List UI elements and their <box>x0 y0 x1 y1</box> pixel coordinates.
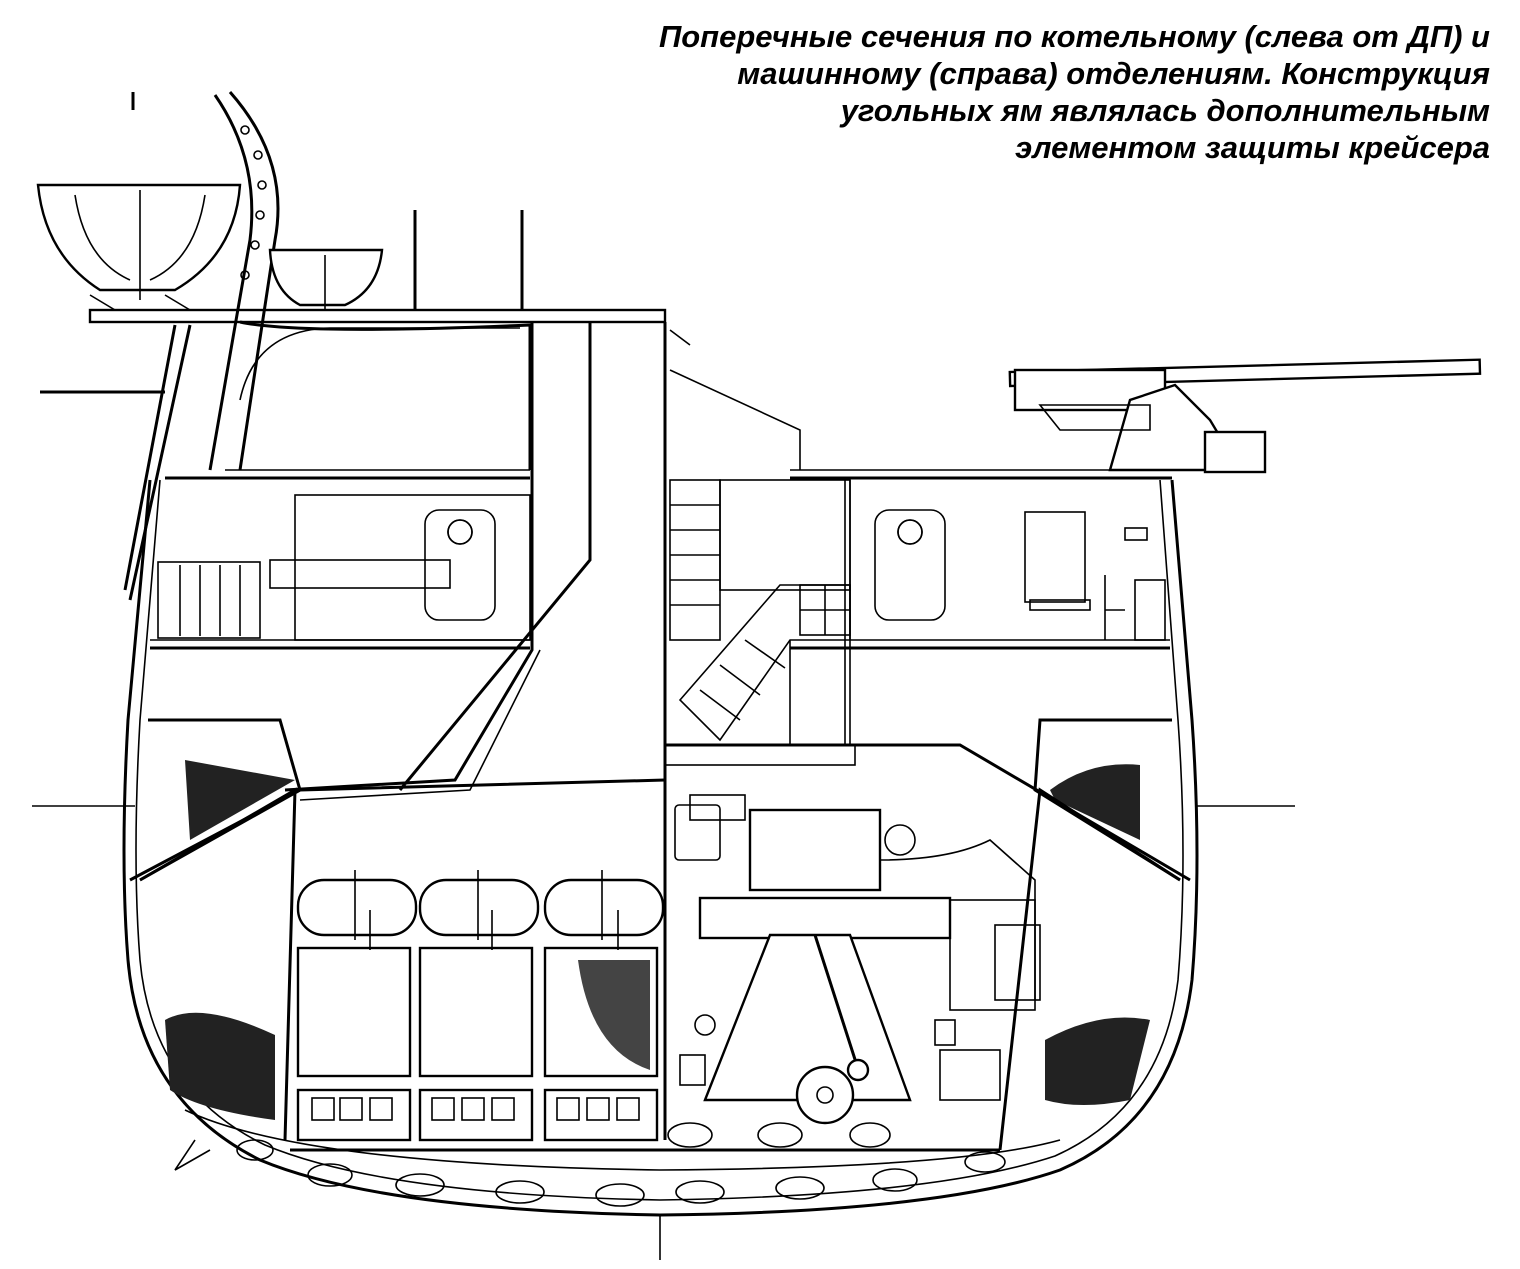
steam-engine <box>698 808 952 1125</box>
caption-line-1: Поперечные сечения по котельному (слева … <box>658 19 1490 54</box>
boiler-2 <box>418 870 540 1142</box>
boiler-3 <box>543 870 665 1142</box>
porthole-left <box>447 519 473 545</box>
cabin-left <box>157 494 531 641</box>
double-bottom-floor <box>184 1109 1061 1171</box>
superstructure-arch <box>239 327 520 401</box>
ladder-stairs <box>669 329 851 742</box>
bottom-lightening-holes <box>236 1122 1006 1207</box>
boiler-1 <box>296 870 418 1142</box>
ventilator-trunk <box>208 91 280 471</box>
lifeboat-large <box>36 183 242 292</box>
lifeboat-small <box>268 248 384 307</box>
coal-bunker-left-lower <box>139 787 297 1141</box>
caption-line-4: элементом защиты крейсера <box>1015 130 1490 165</box>
inner-hull-outline <box>135 479 1184 1201</box>
superstructure-walls <box>239 210 532 470</box>
figure-caption: Поперечные сечения по котельному (слева … <box>490 18 1490 166</box>
keel <box>174 1139 211 1171</box>
uptake-inner <box>299 649 541 801</box>
boiler-uptake <box>284 322 667 1140</box>
coal-bunker-right-lower <box>998 787 1181 1151</box>
lifeboat-large-ribs <box>74 190 206 311</box>
ventilator-holes <box>240 125 267 280</box>
caption-line-2: машинному (справа) отделениям. Конструкц… <box>737 56 1490 91</box>
engine-room-bulkhead <box>664 480 856 766</box>
side-bracket-left <box>123 324 192 601</box>
cabin-right <box>874 509 1166 641</box>
caption-line-3: угольных ям являлась дополнительным <box>840 93 1490 128</box>
deck-gun <box>1008 358 1482 474</box>
superstructure-deck <box>88 308 667 324</box>
engine-auxiliaries <box>674 794 1041 1101</box>
porthole-right <box>897 519 923 545</box>
